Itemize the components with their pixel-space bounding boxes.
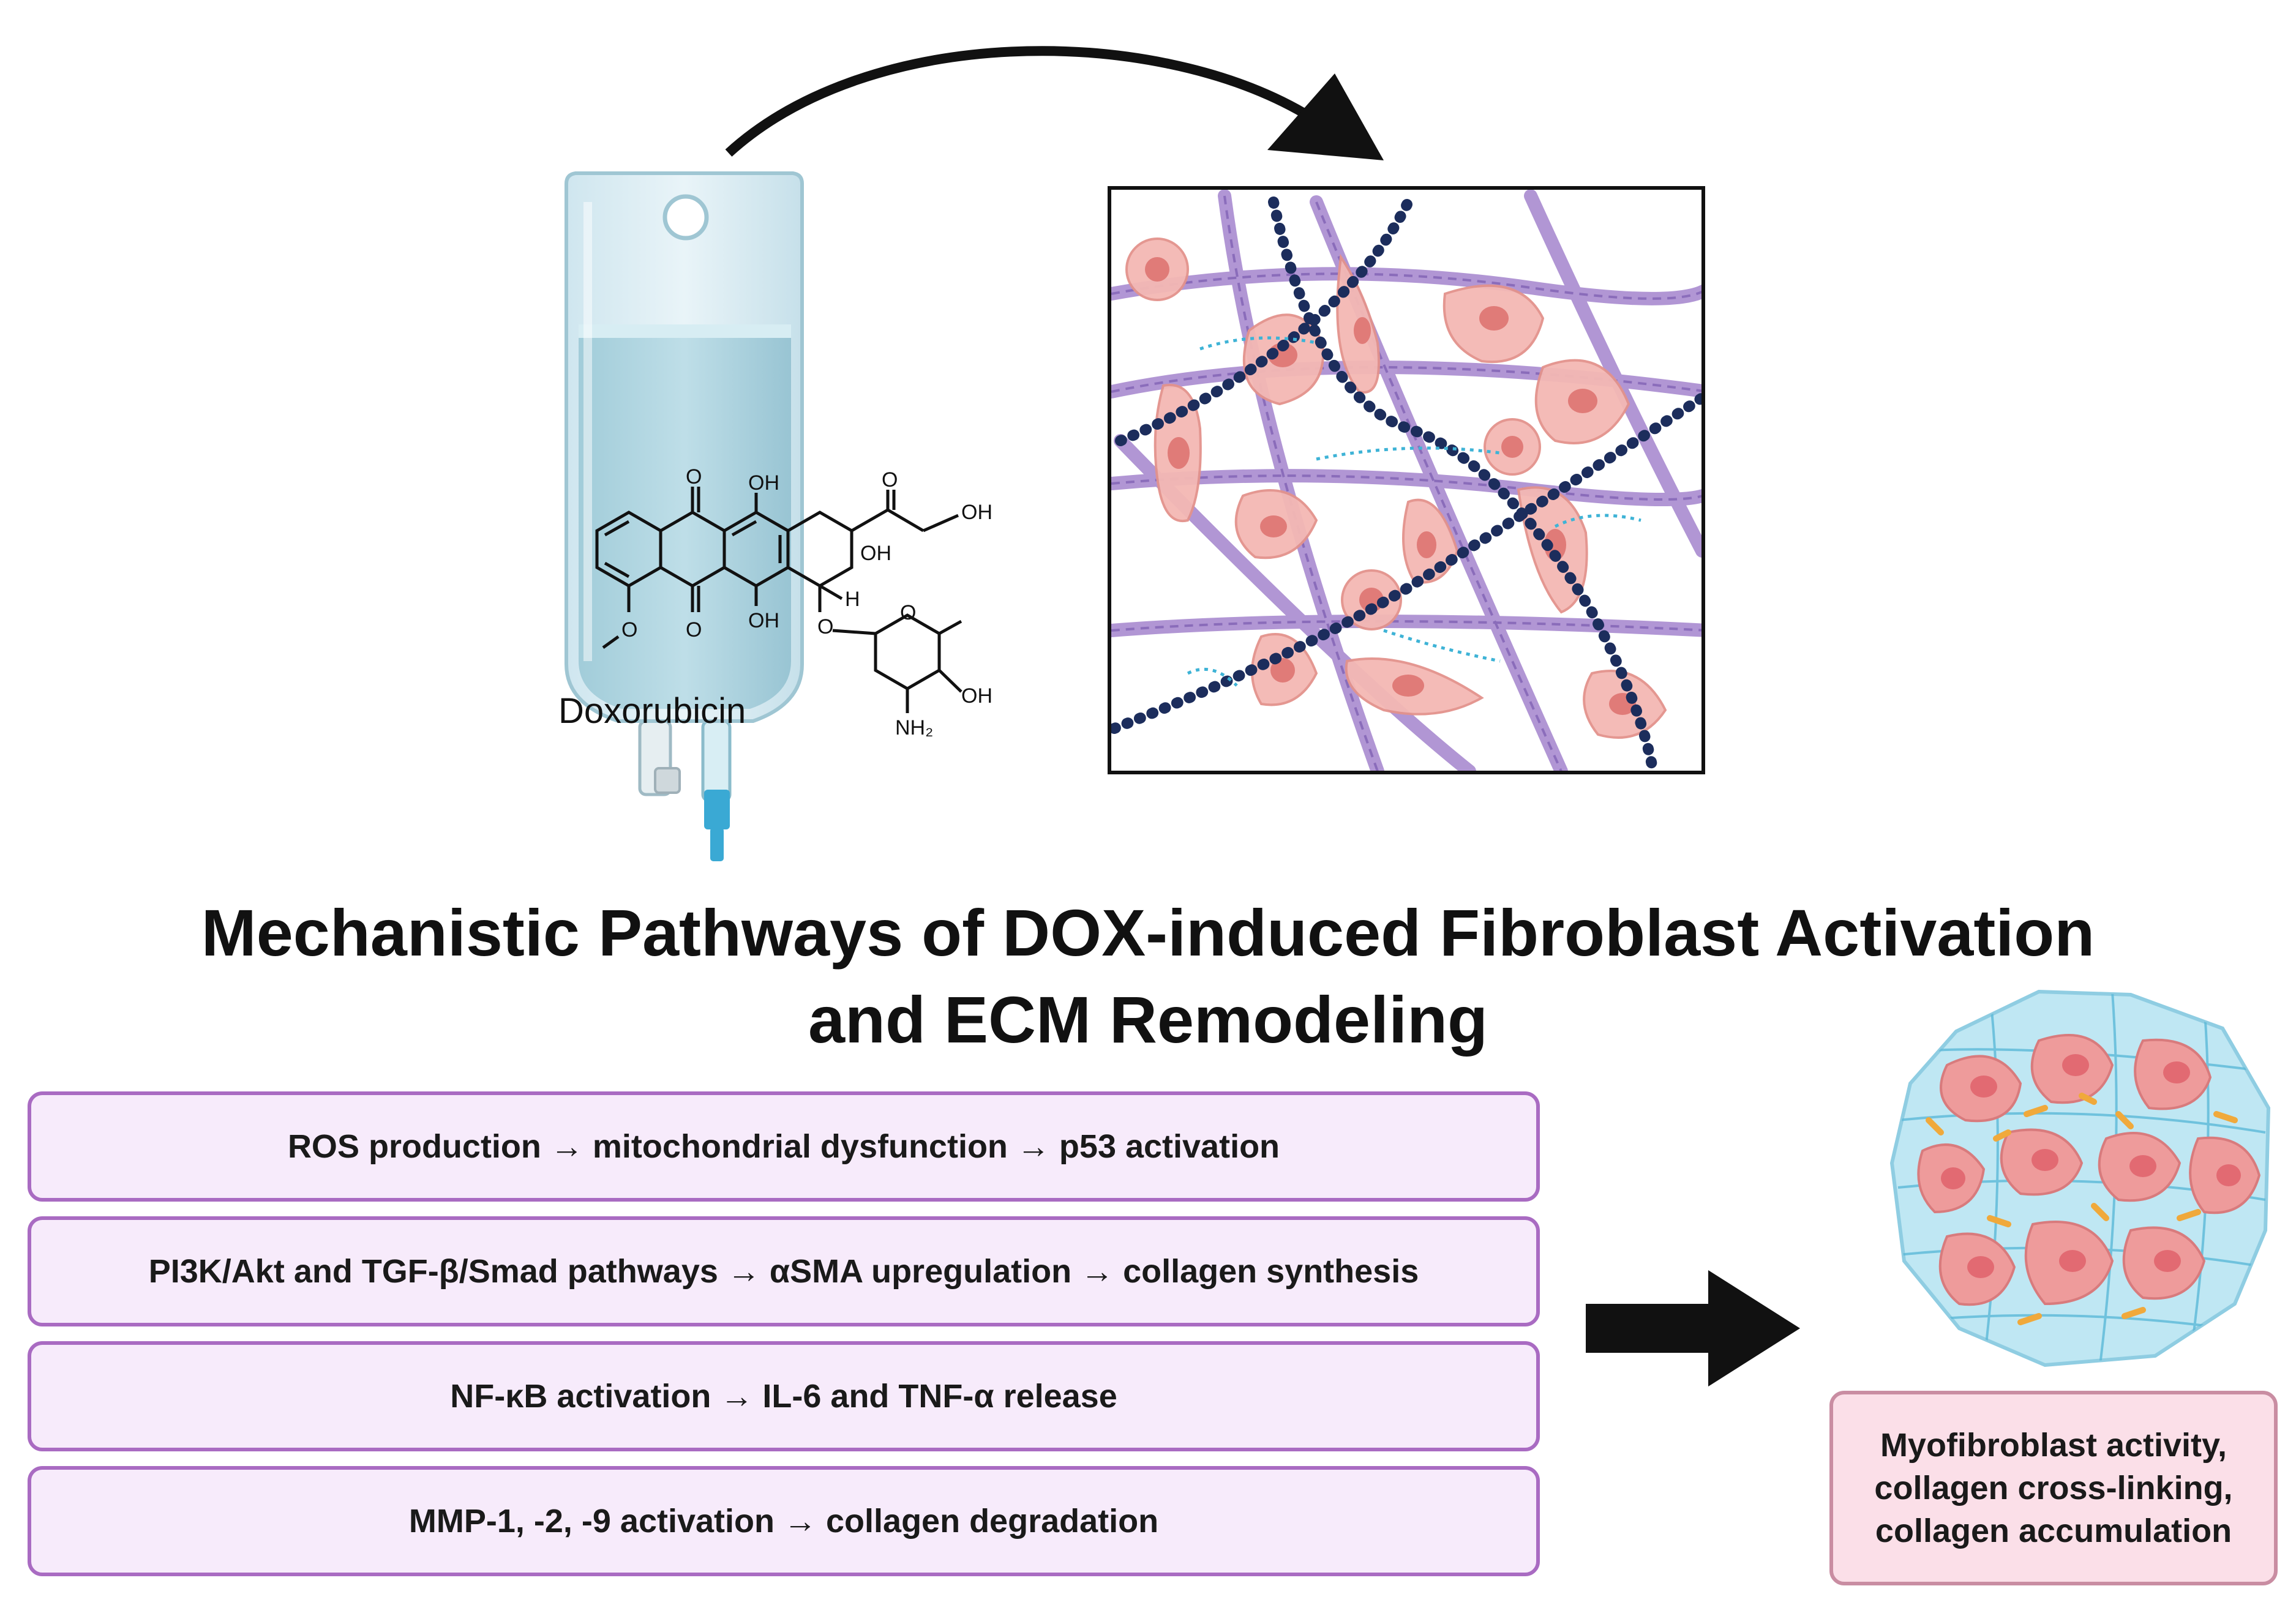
- outcome-line: collagen cross-linking,: [1874, 1469, 2233, 1506]
- svg-text:O: O: [621, 618, 637, 642]
- svg-text:OH: OH: [961, 501, 992, 524]
- svg-text:H: H: [845, 588, 860, 611]
- pathway-box-pi3k-tgf: PI3K/Akt and TGF-β/Smad pathways → αSMA …: [28, 1216, 1540, 1326]
- pathway-box-mmp: MMP-1, -2, -9 activation → collagen degr…: [28, 1466, 1540, 1576]
- outcome-box: Myofibroblast activity, collagen cross-l…: [1829, 1391, 2278, 1585]
- svg-text:NH₂: NH₂: [895, 716, 933, 739]
- svg-text:OH: OH: [748, 471, 779, 495]
- svg-text:OH: OH: [748, 609, 779, 632]
- outcome-line: Myofibroblast activity,: [1880, 1426, 2227, 1464]
- svg-text:OH: OH: [860, 542, 891, 565]
- drug-name-label: Doxorubicin: [558, 691, 746, 731]
- doxorubicin-structure: [595, 487, 962, 713]
- pathway-box-ros: ROS production → mitochondrial dysfuncti…: [28, 1091, 1540, 1202]
- pathway-text: PI3K/Akt and TGF-β/Smad pathways → αSMA …: [148, 1253, 1419, 1290]
- outcome-line: collagen accumulation: [1875, 1513, 2232, 1550]
- svg-text:O: O: [686, 465, 702, 488]
- svg-text:OH: OH: [961, 684, 992, 708]
- svg-text:O: O: [900, 601, 916, 624]
- pathway-text: ROS production → mitochondrial dysfuncti…: [287, 1128, 1280, 1165]
- right-arrow-icon: [1586, 1270, 1800, 1386]
- diagram-title-line2: and ECM Remodeling: [808, 982, 1488, 1057]
- doxorubicin-atom-labels: O O OH OH O OH OH H O O O OH NH₂: [621, 465, 992, 739]
- curved-arrow-icon: [725, 46, 1384, 160]
- pathway-text: NF-κB activation → IL-6 and TNF-α releas…: [450, 1378, 1117, 1415]
- fibroblast-ecm-icon: [1108, 186, 1705, 774]
- svg-text:O: O: [882, 468, 898, 492]
- svg-text:O: O: [817, 615, 833, 638]
- pathway-box-nfkb: NF-κB activation → IL-6 and TNF-α releas…: [28, 1341, 1540, 1451]
- pathway-text: MMP-1, -2, -9 activation → collagen degr…: [408, 1503, 1159, 1540]
- svg-text:O: O: [686, 618, 702, 642]
- diagram-title-line1: Mechanistic Pathways of DOX-induced Fibr…: [201, 896, 2095, 970]
